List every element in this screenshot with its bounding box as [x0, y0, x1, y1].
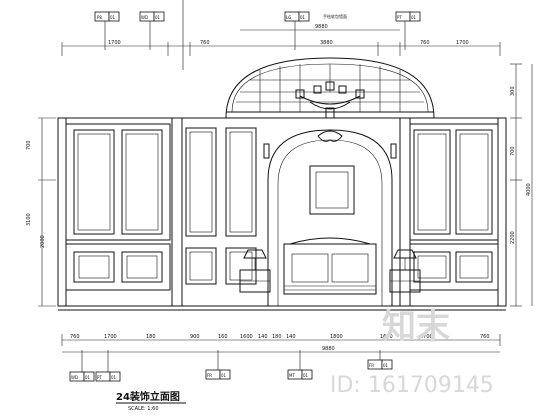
svg-text:01: 01 — [383, 363, 389, 368]
svg-text:300: 300 — [510, 86, 516, 96]
svg-text:140: 140 — [286, 334, 296, 340]
svg-text:180: 180 — [272, 334, 282, 340]
material-tag-8: MT 01 — [287, 369, 313, 380]
material-tag-6: PT 01 — [95, 371, 121, 382]
svg-text:2200: 2200 — [510, 231, 516, 244]
right-column — [497, 117, 507, 307]
svg-text:1700: 1700 — [456, 40, 469, 46]
material-tag-5: WD 01 — [69, 371, 95, 382]
svg-text:1600: 1600 — [380, 334, 393, 340]
svg-text:9880: 9880 — [315, 24, 328, 30]
bed — [283, 237, 377, 295]
top-dimension-line: 1700 760 3880 760 1700 9880 — [61, 24, 501, 56]
material-tag-9: FR 01 — [367, 359, 393, 370]
svg-text:LG: LG — [286, 15, 291, 20]
watermark: 知末 ID: 161709145 — [330, 307, 494, 398]
svg-text:01: 01 — [110, 15, 116, 20]
material-tag-1: P8 01 — [94, 11, 120, 50]
svg-text:2000: 2000 — [40, 235, 46, 248]
svg-text:700: 700 — [26, 140, 32, 150]
svg-text:760: 760 — [70, 334, 80, 340]
svg-text:MT: MT — [289, 373, 295, 378]
svg-text:PT: PT — [397, 15, 402, 20]
svg-text:900: 900 — [190, 334, 200, 340]
column-left-center — [171, 117, 183, 307]
top-note: 手绘软包墙面 — [323, 13, 347, 19]
material-tag-3: LG 01 — [284, 11, 310, 50]
svg-text:760: 760 — [200, 40, 210, 46]
svg-text:4000: 4000 — [526, 183, 532, 196]
left-column — [57, 117, 67, 307]
svg-text:1800: 1800 — [330, 334, 343, 340]
center-arch — [267, 129, 393, 306]
svg-text:01: 01 — [155, 15, 161, 20]
svg-text:01: 01 — [303, 373, 309, 378]
svg-text:140: 140 — [258, 334, 268, 340]
bottom-dimension-line: 760 1700 180 900 160 1600 140 180 140 18… — [61, 334, 501, 353]
watermark-id: ID: 161709145 — [330, 373, 494, 398]
svg-text:01: 01 — [300, 15, 306, 20]
svg-text:760: 760 — [480, 334, 490, 340]
chandelier — [295, 64, 365, 119]
svg-text:01: 01 — [85, 375, 91, 380]
left-lower-panels — [65, 243, 171, 291]
svg-text:3100: 3100 — [26, 213, 32, 226]
drawing-title-block: 24装饰立面图 SCALE: 1:60 — [116, 390, 186, 412]
drawing-title: 24装饰立面图 — [116, 390, 180, 403]
column-right-center — [399, 117, 411, 307]
svg-text:01: 01 — [411, 15, 417, 20]
material-tag-4: PT 01 — [395, 11, 421, 50]
svg-text:WD: WD — [141, 15, 148, 20]
svg-text:760: 760 — [420, 40, 430, 46]
right-upper-panels — [409, 123, 499, 241]
svg-text:1600: 1600 — [240, 334, 253, 340]
right-lower-panels — [409, 243, 499, 291]
right-dimension-line: 300 700 2200 4000 — [510, 63, 533, 307]
material-tag-2: WD 01 — [139, 11, 165, 50]
svg-text:FR: FR — [369, 363, 374, 368]
svg-text:FR: FR — [207, 373, 212, 378]
svg-text:160: 160 — [218, 334, 228, 340]
svg-text:1700: 1700 — [104, 334, 117, 340]
left-sconce — [263, 143, 270, 159]
svg-text:WD: WD — [71, 375, 78, 380]
svg-text:1700: 1700 — [108, 40, 121, 46]
right-nightstand — [389, 249, 421, 293]
svg-text:P8: P8 — [97, 15, 102, 20]
wall-outline — [57, 117, 507, 311]
svg-text:1700: 1700 — [420, 334, 433, 340]
svg-text:PT: PT — [97, 375, 102, 380]
drawing-scale: SCALE: 1:60 — [128, 406, 159, 412]
left-nightstand — [239, 249, 271, 293]
svg-text:01: 01 — [221, 373, 227, 378]
svg-text:9880: 9880 — [322, 346, 335, 352]
svg-text:3880: 3880 — [320, 40, 333, 46]
center-left-panels — [185, 127, 257, 285]
svg-text:700: 700 — [510, 146, 516, 156]
material-tag-7: FR 01 — [205, 369, 231, 380]
svg-text:180: 180 — [146, 334, 156, 340]
svg-text:01: 01 — [111, 375, 117, 380]
left-dimension-line: 700 3100 2000 — [26, 117, 56, 307]
left-upper-panels — [65, 123, 171, 241]
watermark-logo-text: 知末 — [382, 307, 450, 347]
right-sconce — [390, 143, 397, 159]
